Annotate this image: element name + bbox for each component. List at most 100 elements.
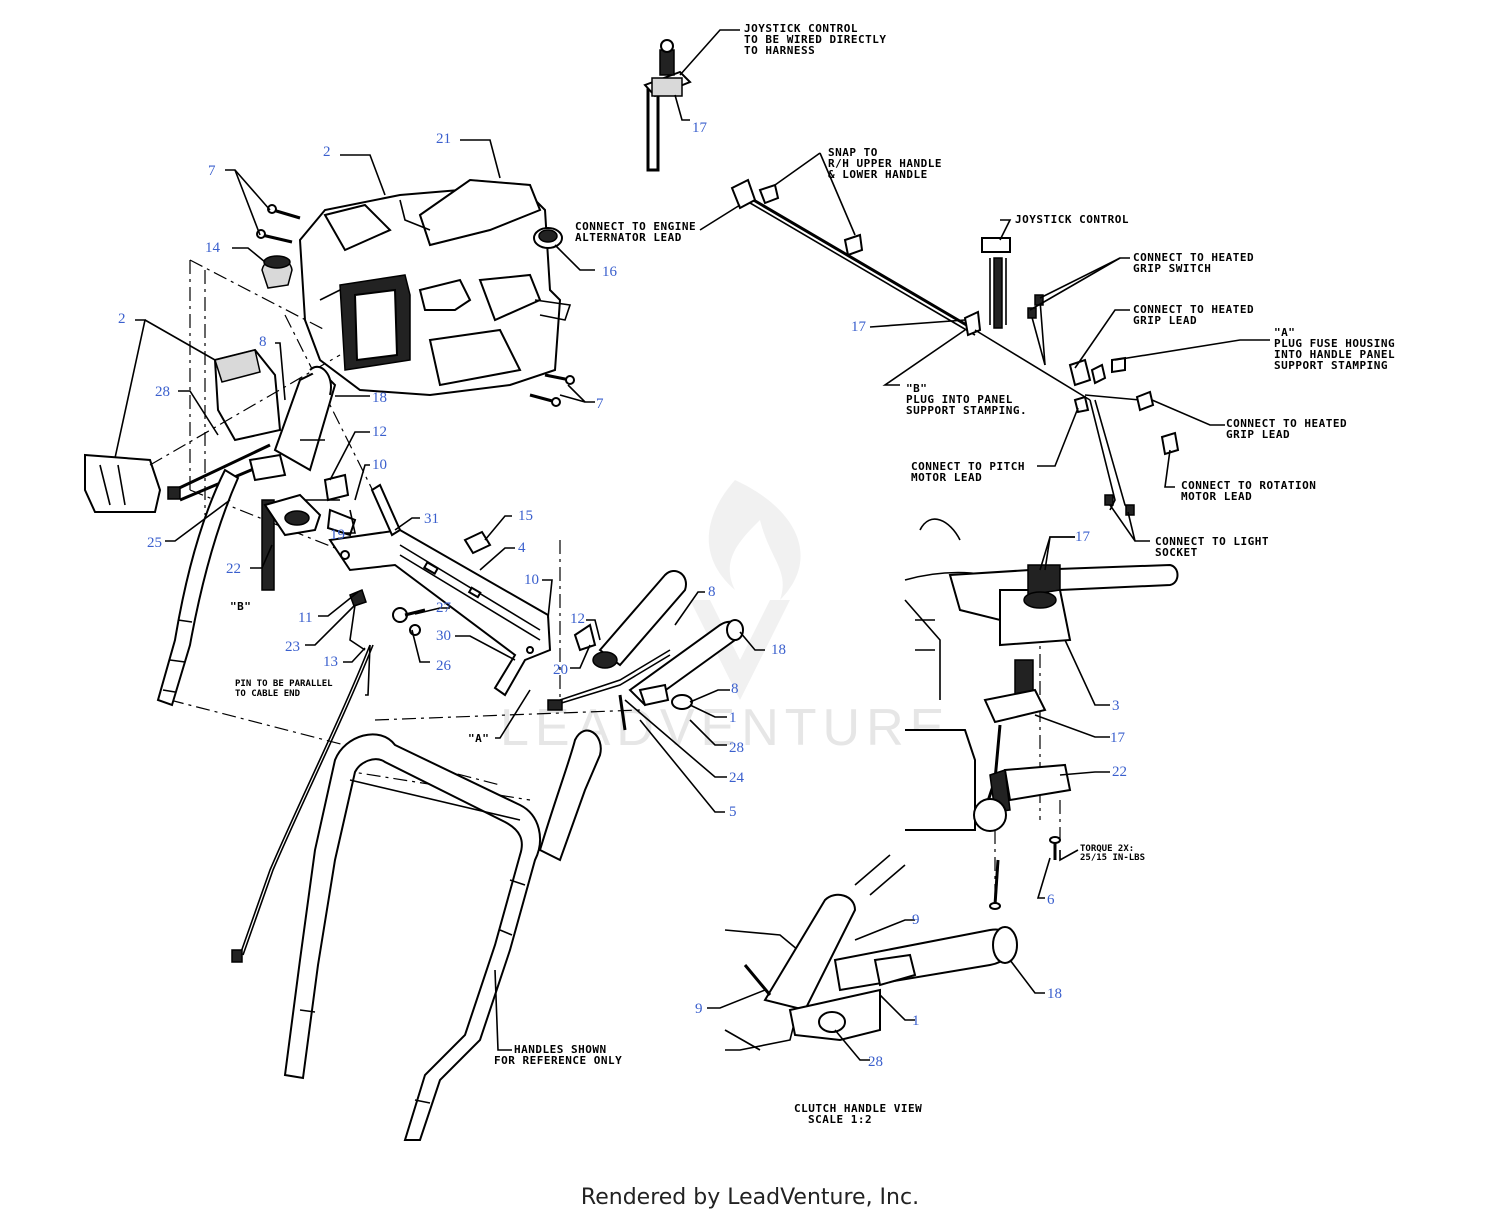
callout: 28 — [729, 740, 744, 756]
svg-text:PLUG FUSE HOUSING: PLUG FUSE HOUSING — [1274, 337, 1395, 350]
callout: 9 — [912, 912, 920, 928]
knob-14 — [261, 255, 293, 289]
svg-text:GRIP SWITCH: GRIP SWITCH — [1133, 262, 1211, 275]
note-heated-grip-switch: CONNECT TO HEATED — [1133, 251, 1254, 264]
callout: 10 — [372, 457, 387, 473]
svg-text:MOTOR LEAD: MOTOR LEAD — [911, 471, 982, 484]
callout: 12 — [372, 424, 387, 440]
note-light-socket: CONNECT TO LIGHT — [1155, 535, 1269, 548]
callout: 8 — [708, 584, 716, 600]
cable-right — [547, 649, 671, 711]
hardware-bolts — [349, 588, 426, 651]
svg-text:ALTERNATOR LEAD: ALTERNATOR LEAD — [575, 231, 682, 244]
svg-text:MOTOR LEAD: MOTOR LEAD — [1181, 490, 1252, 503]
callout: 19 — [330, 527, 345, 543]
callout: 17 — [1075, 529, 1091, 545]
leader-lines — [114, 29, 1270, 1061]
left-handle-assembly — [248, 365, 357, 591]
callout: 8 — [259, 334, 267, 350]
callout-numbers: 17 2 21 7 14 16 2 8 28 18 12 10 7 25 22 … — [118, 120, 1127, 1070]
note-rotation-motor: CONNECT TO ROTATION — [1181, 479, 1316, 492]
callout: 11 — [298, 610, 312, 626]
callout: 7 — [208, 163, 216, 179]
note-handles-reference: HANDLES SHOWN — [514, 1043, 607, 1056]
callout: 3 — [1112, 698, 1120, 714]
label-b: "B" — [230, 600, 251, 613]
callout: 22 — [1112, 764, 1127, 780]
callout: 17 — [1110, 730, 1126, 746]
callout: 7 — [596, 396, 604, 412]
callout: 2 — [118, 311, 126, 327]
callout: 21 — [436, 131, 451, 147]
callout: 16 — [602, 264, 618, 280]
callout: 8 — [731, 681, 739, 697]
callout: 14 — [205, 240, 221, 256]
callout: 28 — [868, 1054, 883, 1070]
callout: 26 — [436, 658, 452, 674]
svg-text:TO BE WIRED DIRECTLY: TO BE WIRED DIRECTLY — [744, 33, 886, 46]
screws-7 — [256, 204, 575, 407]
callout: 9 — [695, 1001, 703, 1017]
callout: 25 — [147, 535, 162, 551]
svg-text:GRIP LEAD: GRIP LEAD — [1133, 314, 1197, 327]
clutch-handle-view — [724, 854, 1018, 1051]
note-heated-grip-lead: CONNECT TO HEATED — [1133, 303, 1254, 316]
part-15 — [463, 530, 492, 555]
note-joystick-control: JOYSTICK CONTROL — [1015, 213, 1129, 226]
callout: 5 — [729, 804, 737, 820]
label-a: "A" — [468, 732, 489, 745]
callout: 1 — [912, 1013, 920, 1029]
note-torque: TORQUE 2X: — [1080, 844, 1134, 854]
callout: 18 — [1047, 986, 1062, 1002]
svg-text:INTO HANDLE PANEL: INTO HANDLE PANEL — [1274, 348, 1395, 361]
joystick-detail — [904, 518, 1179, 910]
callout: 17 — [851, 319, 867, 335]
svg-text:SOCKET: SOCKET — [1155, 546, 1198, 559]
note-engine-alternator: CONNECT TO ENGINE — [575, 220, 696, 233]
callout: 23 — [285, 639, 300, 655]
note-a-fuse-housing: "A" — [1274, 326, 1295, 339]
svg-text:SCALE 1:2: SCALE 1:2 — [808, 1113, 872, 1126]
svg-text:25/15 IN-LBS: 25/15 IN-LBS — [1080, 853, 1145, 863]
svg-text:GRIP LEAD: GRIP LEAD — [1226, 428, 1290, 441]
cable-29 — [231, 644, 374, 963]
svg-text:SUPPORT STAMPING.: SUPPORT STAMPING. — [906, 404, 1027, 417]
svg-text:& LOWER HANDLE: & LOWER HANDLE — [828, 168, 928, 181]
svg-text:FOR REFERENCE ONLY: FOR REFERENCE ONLY — [494, 1054, 622, 1067]
joystick-top — [643, 39, 692, 172]
svg-text:TO HARNESS: TO HARNESS — [744, 44, 815, 57]
note-b-panel: "B" — [906, 382, 927, 395]
callout: 28 — [155, 384, 170, 400]
callout: 17 — [692, 120, 708, 136]
callout: 15 — [518, 508, 533, 524]
callout: 18 — [372, 390, 387, 406]
watermark-text: LEADVENTURE — [500, 699, 950, 757]
callout: 4 — [518, 540, 526, 556]
knob-16 — [533, 227, 563, 249]
note-clutch-view: CLUTCH HANDLE VIEW — [794, 1102, 922, 1115]
handle-panel-4 — [328, 528, 552, 697]
svg-text:SUPPORT STAMPING: SUPPORT STAMPING — [1274, 359, 1388, 372]
note-joystick-harness: JOYSTICK CONTROL — [744, 22, 858, 35]
callout: 31 — [424, 511, 439, 527]
note-snap-handle: SNAP TO — [828, 146, 878, 159]
svg-text:R/H UPPER HANDLE: R/H UPPER HANDLE — [828, 157, 942, 170]
note-heated-grip-lead-2: CONNECT TO HEATED — [1226, 417, 1347, 430]
callout: 10 — [524, 572, 539, 588]
callout: 6 — [1047, 892, 1055, 908]
console-cover — [298, 178, 572, 397]
svg-text:PLUG INTO PANEL: PLUG INTO PANEL — [906, 393, 1013, 406]
light-assembly — [84, 348, 282, 513]
note-pin-parallel: PIN TO BE PARALLEL — [235, 679, 333, 689]
callout: 2 — [323, 144, 331, 160]
left-handle-bar — [156, 468, 240, 707]
callout: 12 — [570, 611, 585, 627]
right-grip-upper — [573, 570, 744, 731]
callout: 20 — [553, 662, 568, 678]
svg-text:TO CABLE END: TO CABLE END — [235, 689, 301, 699]
callout: 1 — [729, 710, 737, 726]
footer-credit: Rendered by LeadVenture, Inc. — [580, 1185, 920, 1210]
callout: 13 — [323, 654, 338, 670]
callout: 22 — [226, 561, 241, 577]
